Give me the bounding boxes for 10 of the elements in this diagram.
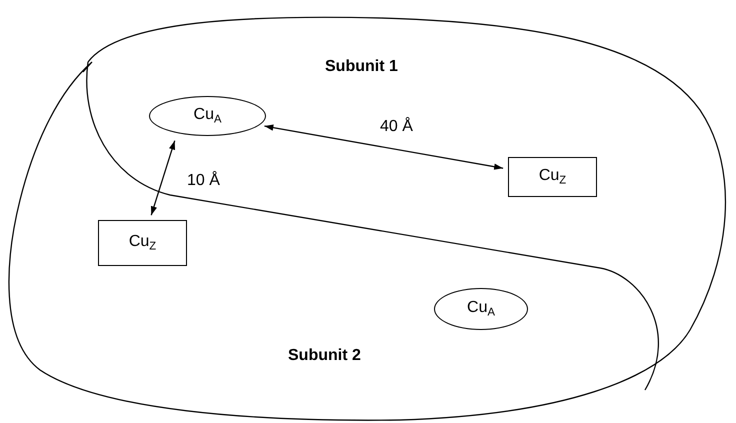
site-label: Cu$_{A}$ xyxy=(194,106,222,126)
site-box xyxy=(98,220,187,266)
subunit-label: Subunit 2 xyxy=(288,347,361,365)
double-arrow xyxy=(150,140,176,216)
site-box xyxy=(508,157,597,197)
double-arrow xyxy=(264,124,504,170)
site-label: Cu$_{Z}$ xyxy=(538,167,566,187)
site-label: Cu$_{Z}$ xyxy=(128,233,156,253)
subunit-label: Subunit 1 xyxy=(325,58,398,76)
site-label: Cu$_{A}$ xyxy=(467,299,495,319)
